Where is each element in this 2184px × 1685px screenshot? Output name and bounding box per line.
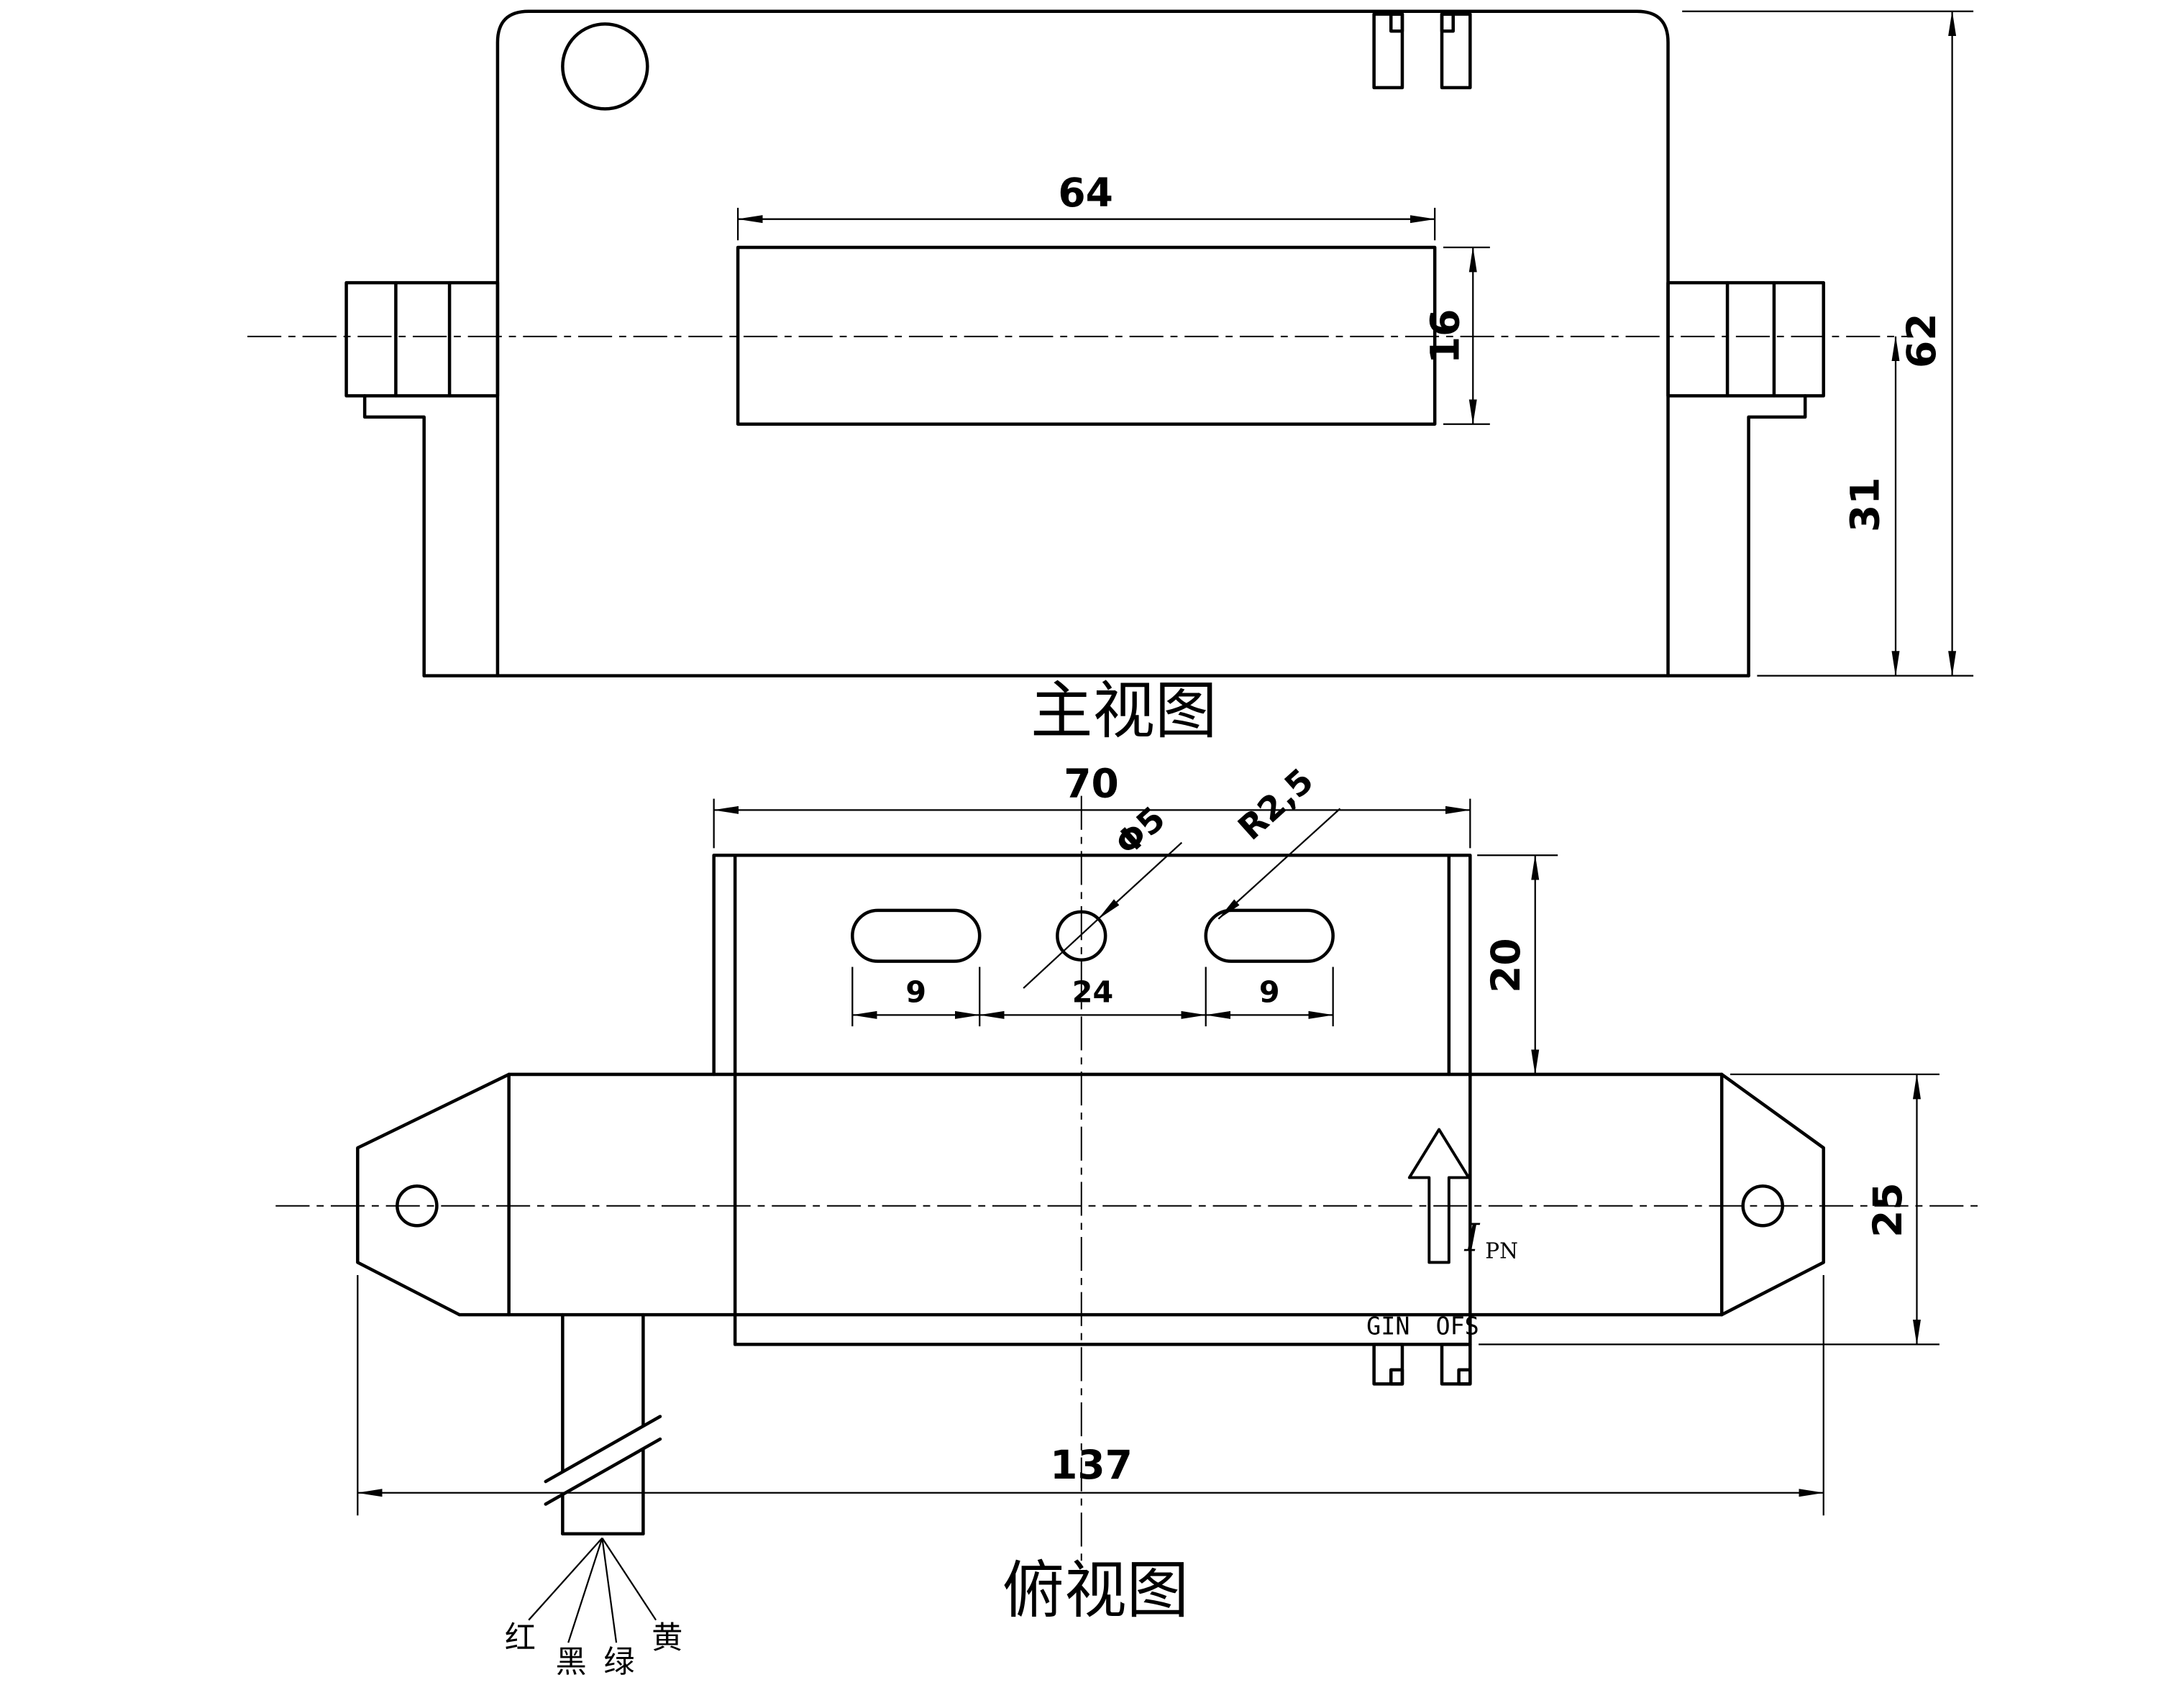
dim-half-height-label: 31 bbox=[1842, 477, 1888, 532]
current-subscript: PN bbox=[1485, 1238, 1518, 1263]
dim-hole-spacing-label: 24 bbox=[1072, 975, 1113, 1010]
wire-label-black: 黑 bbox=[556, 1644, 587, 1680]
dim-bracket-depth: 20 bbox=[1477, 854, 1558, 1076]
leader-line bbox=[1217, 808, 1341, 920]
dim-slot-spacing: 9 24 9 bbox=[851, 967, 1334, 1027]
pin-ofs bbox=[1440, 1343, 1472, 1386]
front-pin-ofs bbox=[1440, 12, 1472, 90]
dim-body-depth-label: 25 bbox=[1865, 1182, 1911, 1238]
wire-label-green: 绿 bbox=[603, 1644, 634, 1680]
cable-break-mask bbox=[545, 1416, 660, 1504]
cable-stub bbox=[544, 1312, 662, 1536]
dim-bracket-depth-label: 20 bbox=[1483, 938, 1529, 993]
dim-body-depth: 25 bbox=[1479, 1073, 1939, 1346]
wire-leader-yellow bbox=[601, 1538, 657, 1621]
dim-slot-len-right-label: 9 bbox=[1259, 975, 1280, 1010]
top-view-title: 俯视图 bbox=[1002, 1555, 1189, 1627]
right-foot-step bbox=[1747, 394, 1807, 677]
left-terminal-tab bbox=[344, 280, 500, 398]
dim-half-height: 31 bbox=[1842, 335, 1900, 677]
slot-hole-left bbox=[851, 908, 982, 963]
front-mounting-hole bbox=[561, 22, 649, 111]
current-symbol: I bbox=[1463, 1216, 1480, 1261]
callout-corner-radius: R2,5 bbox=[1217, 761, 1341, 920]
wire-label-red: 红 bbox=[505, 1620, 536, 1656]
wire-leader-green bbox=[601, 1538, 618, 1643]
pin-gin bbox=[1372, 1343, 1404, 1386]
current-direction-arrow bbox=[1407, 1128, 1471, 1264]
dim-slot-width-label: 64 bbox=[1058, 170, 1113, 216]
dim-bracket-width: 70 bbox=[713, 761, 1471, 849]
front-pin-gin-notch bbox=[1389, 12, 1404, 33]
wire-leaders: 红 黑 绿 黄 bbox=[505, 1537, 682, 1680]
pin-gin-label: GIN bbox=[1366, 1312, 1409, 1341]
cable-break-line-1 bbox=[544, 1415, 662, 1484]
dim-total-length-label: 137 bbox=[1050, 1442, 1133, 1488]
right-terminal-tab bbox=[1666, 280, 1826, 398]
front-pin-gin bbox=[1372, 12, 1404, 90]
body-bar-outline bbox=[356, 1072, 1826, 1317]
front-pin-ofs-notch bbox=[1440, 12, 1455, 33]
leader-tail bbox=[1023, 918, 1100, 989]
pin-gin-notch bbox=[1389, 1368, 1404, 1386]
left-foot-step bbox=[362, 394, 426, 677]
dim-slot-height-label: 16 bbox=[1422, 309, 1468, 365]
wire-leader-red bbox=[528, 1537, 603, 1621]
leader-line bbox=[1097, 841, 1183, 920]
bracket-outline bbox=[712, 853, 1472, 1077]
dim-slot-height: 16 bbox=[1422, 246, 1490, 425]
front-body-outline bbox=[495, 9, 1670, 677]
dim-total-length: 137 bbox=[357, 1275, 1824, 1516]
front-view-title: 主视图 bbox=[1031, 675, 1217, 747]
pin-ofs-notch bbox=[1457, 1368, 1472, 1386]
dim-slot-width: 64 bbox=[736, 170, 1436, 241]
dim-total-height-label: 62 bbox=[1899, 313, 1945, 368]
dim-slot-len-left-label: 9 bbox=[905, 975, 926, 1010]
dim-bracket-width-label: 70 bbox=[1064, 761, 1119, 807]
current-label: I PN bbox=[1463, 1216, 1517, 1264]
dim-total-height: 62 bbox=[1682, 10, 1974, 677]
top-view: GIN OFS I PN 红 黑 绿 黄 bbox=[275, 761, 1979, 1680]
pin-ofs-label: OFS bbox=[1435, 1312, 1479, 1341]
slot-hole-right bbox=[1204, 908, 1335, 963]
corner-radius-label: R2,5 bbox=[1231, 761, 1322, 848]
wire-label-yellow: 黄 bbox=[652, 1620, 682, 1656]
front-view: 64 16 62 31 主视图 bbox=[247, 9, 1974, 747]
wire-leader-black bbox=[567, 1538, 603, 1643]
callout-hole-dia: Φ5 bbox=[1023, 799, 1183, 989]
